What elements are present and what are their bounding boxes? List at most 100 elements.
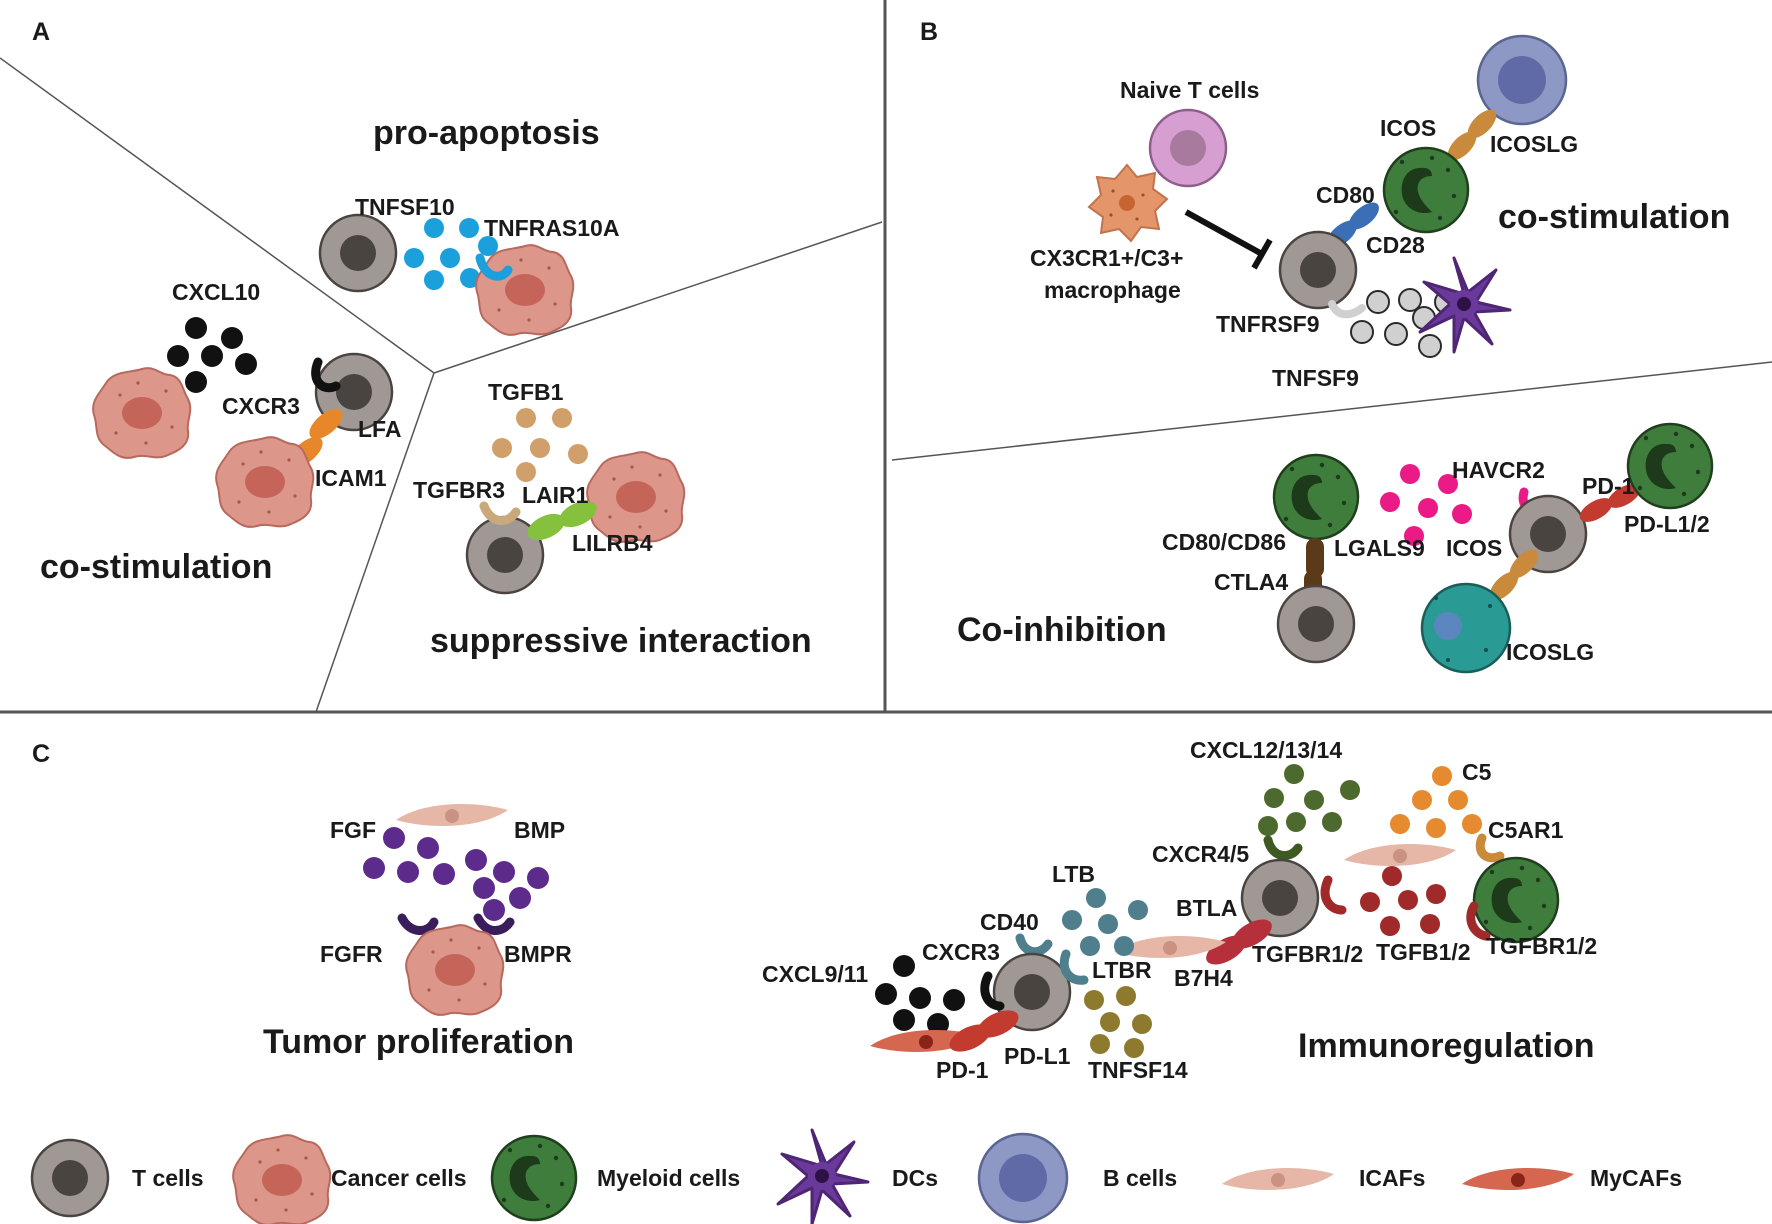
label-tnfsf14: TNFSF14 (1088, 1057, 1188, 1083)
teal-myeloid-cell (1420, 582, 1512, 674)
cxcr3-receptor (311, 357, 341, 393)
label-cd80: CD80 (1316, 182, 1375, 208)
icaf-cell (396, 804, 508, 826)
pd1-receptor (1579, 498, 1613, 522)
lfa-ligand (309, 409, 343, 439)
label-b7h4: B7H4 (1174, 965, 1233, 991)
label-pd-l1-2: PD-L1/2 (1624, 511, 1710, 537)
t-cell (1276, 584, 1356, 664)
cd80-ligand (1349, 202, 1379, 230)
legend-cancer-cells: Cancer cells (331, 1165, 467, 1191)
label-icos-bottom: ICOS (1446, 535, 1502, 561)
icaf-cell (1344, 844, 1456, 866)
myeloid-cell (1472, 856, 1560, 944)
inhibition-arrow-bar (1251, 238, 1273, 270)
b7h4-ligand (1206, 935, 1246, 965)
lilrb4-ligand (559, 500, 597, 528)
legend-myeloid-cells: Myeloid cells (597, 1165, 740, 1191)
legend: T cells Cancer cells Myeloid cells DCs B… (30, 1128, 1682, 1224)
legend-dc-icon (776, 1128, 870, 1224)
legend-cancer-cell-icon (232, 1134, 332, 1224)
ltbr-receptor (1059, 949, 1089, 985)
section-title-pro-apoptosis: pro-apoptosis (373, 114, 600, 152)
label-ctla4: CTLA4 (1214, 569, 1288, 595)
section-title-co-stimulation-b: co-stimulation (1498, 198, 1730, 236)
section-title-suppressive-interaction: suppressive interaction (430, 622, 812, 660)
section-title-tumor-proliferation: Tumor proliferation (263, 1023, 574, 1061)
legend-b-cells: B cells (1103, 1165, 1177, 1191)
label-tnfras10a: TNFRAS10A (484, 215, 619, 241)
legend-dcs: DCs (892, 1165, 938, 1191)
label-icos-top: ICOS (1380, 115, 1436, 141)
tgfbr1-2-receptor-left (1320, 875, 1347, 915)
cd40-receptor (1015, 933, 1053, 957)
icoslg-ligand (1467, 109, 1497, 139)
t-cell (1278, 230, 1358, 310)
myeloid-cell (1626, 422, 1714, 510)
label-tgfb1-2: TGFB1/2 (1376, 939, 1471, 965)
tgfbr1-2-receptor-right (1466, 901, 1491, 941)
legend-myeloid-cell-icon (490, 1134, 578, 1222)
label-lgals9: LGALS9 (1334, 535, 1425, 561)
label-icoslg-bottom: ICOSLG (1506, 639, 1594, 665)
bmpr-receptor (473, 913, 515, 935)
label-cxcr4-5: CXCR4/5 (1152, 841, 1249, 867)
section-divider-a1 (0, 57, 435, 374)
label-icoslg-top: ICOSLG (1490, 131, 1578, 157)
ltb-dots (1062, 888, 1148, 956)
section-divider-a3 (315, 372, 435, 713)
label-cxcl10: CXCL10 (172, 279, 260, 305)
label-tgfbr1-2-right: TGFBR1/2 (1486, 933, 1597, 959)
cancer-cell (475, 244, 575, 336)
cxcr4-5-receptor (1263, 835, 1303, 860)
cd80-cd86-ligand (1306, 538, 1324, 578)
label-pd1-b: PD-1 (1582, 473, 1635, 499)
label-pd1-c: PD-1 (936, 1057, 989, 1083)
macrophage-cell (1088, 164, 1168, 242)
lgals9-dots (1380, 464, 1472, 546)
cancer-cell (215, 436, 315, 528)
cancer-cell (405, 924, 505, 1016)
label-btla: BTLA (1176, 895, 1237, 921)
label-naive-t-cells: Naive T cells (1120, 77, 1259, 103)
label-cd40: CD40 (980, 909, 1039, 935)
label-lfa: LFA (358, 416, 401, 442)
tnfrsf9-receptor (1328, 300, 1366, 319)
t-cell (318, 213, 398, 293)
icos-receptor (1447, 131, 1477, 161)
legend-b-cell-icon (977, 1132, 1069, 1224)
c5ar1-receptor (1475, 833, 1505, 863)
cxcr3-receptor-c (980, 971, 1005, 1011)
label-lilrb4: LILRB4 (572, 530, 653, 556)
tgfb1-dots (492, 408, 588, 482)
section-title-immunoregulation: Immunoregulation (1298, 1027, 1595, 1065)
icoslg-ligand-b (1489, 571, 1519, 601)
label-cxcr3-c: CXCR3 (922, 939, 1000, 965)
label-bmp: BMP (514, 817, 565, 843)
myeloid-cell (1272, 453, 1360, 541)
label-tnfsf10: TNFSF10 (355, 194, 455, 220)
label-havcr2: HAVCR2 (1452, 457, 1545, 483)
legend-icafs: ICAFs (1359, 1165, 1425, 1191)
tgfb1-2-dots (1360, 866, 1446, 936)
tnfsf14-dots (1084, 986, 1152, 1058)
legend-icaf-icon (1222, 1168, 1334, 1190)
pd-l1-2-ligand (1607, 484, 1641, 508)
legend-t-cell-icon (30, 1138, 110, 1218)
label-tgfb1: TGFB1 (488, 379, 564, 405)
lair1-receptor (527, 513, 565, 541)
tnfras10a-receptor (475, 253, 513, 281)
label-lair1: LAIR1 (522, 482, 589, 508)
naive-t-cell (1148, 108, 1228, 188)
label-tgfbr3: TGFBR3 (413, 477, 505, 503)
icos-receptor-b (1509, 549, 1539, 579)
label-bmpr: BMPR (504, 941, 572, 967)
panel-label-b: B (920, 18, 938, 46)
label-macrophage: macrophage (1044, 277, 1181, 303)
label-cxcl9-11: CXCL9/11 (762, 961, 868, 987)
cancer-cell (586, 451, 686, 543)
legend-mycafs: MyCAFs (1590, 1165, 1682, 1191)
tnfsf10-dots (404, 218, 498, 290)
panel-label-a: A (32, 18, 50, 46)
